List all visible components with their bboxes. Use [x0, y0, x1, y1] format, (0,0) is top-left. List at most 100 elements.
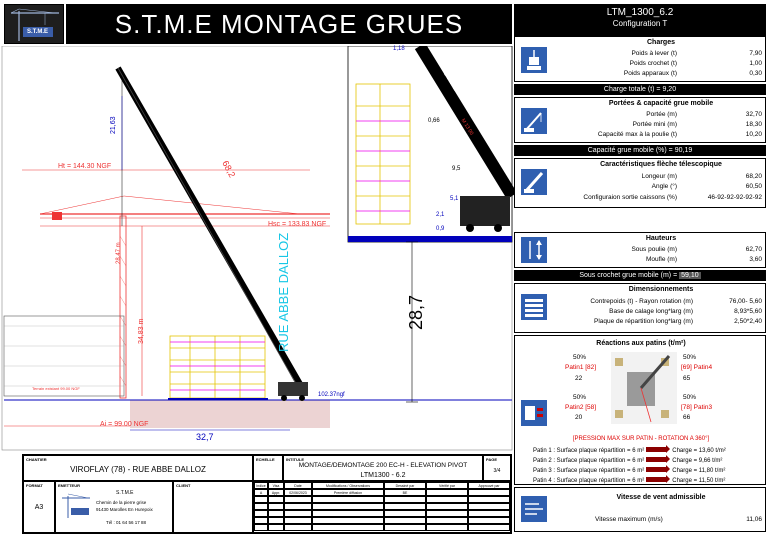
dim-21: 2,1 [436, 212, 445, 218]
revision-cell [284, 517, 312, 524]
dim-118: 1,18 [393, 46, 405, 52]
charges-section: Charges Poids à lever (t) 7,90 Poids cro… [514, 36, 766, 82]
pression-charge: Charge = 11,80 t/m² [672, 468, 726, 474]
sous-poulie-label: Sous poulie (m) [631, 246, 677, 253]
poids-apparaux-value: 0,30 [749, 70, 762, 77]
dim-2163: 21,63 [110, 116, 117, 134]
angle-value: 60,50 [745, 183, 762, 190]
plaque-value: 2,50*2,40 [734, 318, 762, 325]
poids-lever-value: 7,90 [749, 50, 762, 57]
revision-header-cell: Indice [254, 482, 268, 489]
revision-cell [468, 524, 510, 531]
portee-mini-value: 18,30 [745, 121, 762, 128]
revision-cell [268, 503, 284, 510]
telescopic-boom-icon [521, 169, 547, 195]
revision-cell [254, 517, 268, 524]
pression-text: Patin 1 : Surface plaque répartition = 6… [533, 448, 645, 454]
revision-header-cell: Date [284, 482, 312, 489]
revision-cell [384, 524, 426, 531]
revision-cell [312, 524, 384, 531]
revision-cell [468, 496, 510, 503]
revision-cell [426, 510, 468, 517]
poids-crochet-value: 1,00 [749, 60, 762, 67]
page-label: PAGE [486, 457, 498, 462]
revision-cell [254, 503, 268, 510]
portee-label: Portée (m) [646, 111, 677, 118]
dim-066: 0,66 [428, 118, 440, 124]
patin3-pct: 50% [683, 394, 697, 401]
poids-lever-label: Poids à lever (t) [631, 50, 677, 57]
page-title: S.T.M.E MONTAGE GRUES [66, 4, 512, 44]
pression-line: Patin 2 : Surface plaque répartition = 6… [533, 455, 765, 466]
patin1-pct: 50% [573, 354, 587, 361]
client-cell: CLIENT [173, 481, 253, 533]
dim-09: 0,9 [436, 226, 445, 232]
logo-text: S.T.M.E [27, 29, 49, 35]
revision-cell: 02/06/2023 [284, 489, 312, 496]
revision-cell [312, 503, 384, 510]
config-caissons-label: Configuraion sortie caissons (%) [583, 194, 677, 201]
format-label: FORMAT [26, 483, 43, 488]
crane-data-panel: LTM_1300_6.2 Configuration T Charges Poi… [514, 4, 766, 534]
page-value: 3/4 [493, 468, 501, 474]
pression-charge: Charge = 11,50 t/m² [672, 478, 726, 484]
patin4-value: 65 [683, 375, 691, 382]
revision-cell [284, 503, 312, 510]
hauteurs-section: Hauteurs Sous poulie (m) 62,70 Moufle (m… [514, 232, 766, 268]
vent-section: Vitesse de vent admissible Vitesse maxim… [514, 487, 766, 532]
page-cell: PAGE 3/4 [483, 455, 511, 481]
config-caissons-value: 46-92-92-92-92-92 [707, 194, 762, 201]
pression-line: Patin 1 : Surface plaque répartition = 6… [533, 445, 765, 456]
dim-51: 5,1 [450, 196, 459, 202]
panel-header: LTM_1300_6.2 Configuration T [514, 4, 766, 36]
ht-level-label: Ht = 144.30 NGF [58, 163, 112, 170]
crane-plan-view [611, 352, 677, 424]
dimensions-section: Dimensionnements Contrepoids (t) - Rayon… [514, 283, 766, 333]
revision-cell [426, 524, 468, 531]
fleche-title: Caractéristiques flèche télescopique [600, 161, 722, 168]
pression-charge: Charge = 9,66 t/m² [672, 458, 723, 464]
capacite-poulie-label: Capacité max à la poulie (t) [597, 131, 677, 138]
revision-cell [384, 510, 426, 517]
ai-level-label: Ai = 99.00 NGF [100, 421, 149, 428]
chantier-label: CHANTIER [26, 457, 47, 462]
company-logo: S.T.M.E [4, 4, 64, 44]
revision-cell [426, 503, 468, 510]
crane-model: LTM_1300_6.2 [606, 7, 674, 18]
patin1-name: Patin1 [82] [565, 364, 597, 371]
revision-header-cell: Vérifié par [426, 482, 468, 489]
pression-text: Patin 3 : Surface plaque répartition = 6… [533, 468, 645, 474]
format-cell: FORMAT A3 [23, 481, 55, 533]
company-name: S.T.M.E [116, 490, 134, 496]
dim-2847: 28.47 m [116, 242, 122, 264]
intitule-label: INTITULE [286, 457, 304, 462]
hook-load-icon [521, 47, 547, 73]
format-value: A3 [34, 504, 44, 511]
sous-poulie-value: 62,70 [745, 246, 762, 253]
title-block: CHANTIER VIROFLAY (78) - RUE ABBE DALLOZ… [22, 454, 512, 534]
revision-header-cell: Visa [268, 482, 284, 489]
portees-section: Portées & capacité grue mobile Portée (m… [514, 97, 766, 143]
emetteur-cell: EMETTEUR S.T.M.E Chemin de la pierre gri… [55, 481, 173, 533]
charge-totale-bar: Charge totale (t) = 9,20 [514, 84, 766, 95]
revision-header-cell: Dessiné par [384, 482, 426, 489]
revision-cell [312, 517, 384, 524]
revision-cell [468, 510, 510, 517]
vent-label: Vitesse maximum (m/s) [595, 516, 663, 523]
echelle-label: ECHELLE [256, 457, 275, 462]
echelle-cell: ECHELLE [253, 455, 283, 481]
sous-crochet-bar: Sous crochet grue mobile (m) = 59,10 [514, 270, 766, 281]
revision-cell [384, 517, 426, 524]
arrow-right-icon [646, 475, 671, 483]
elevation-svg [1, 46, 514, 451]
revision-cell [284, 524, 312, 531]
revision-cell [426, 517, 468, 524]
crane-logo-small-icon [62, 493, 90, 518]
dim-095: 9,5 [452, 166, 461, 172]
outrigger-icon [521, 400, 547, 426]
reactions-section: Réactions aux patins (t/m²) 50% Patin1 [… [514, 335, 766, 485]
wind-icon [521, 496, 547, 522]
counterweight-icon [521, 294, 547, 320]
crane-logo-icon [5, 5, 63, 43]
